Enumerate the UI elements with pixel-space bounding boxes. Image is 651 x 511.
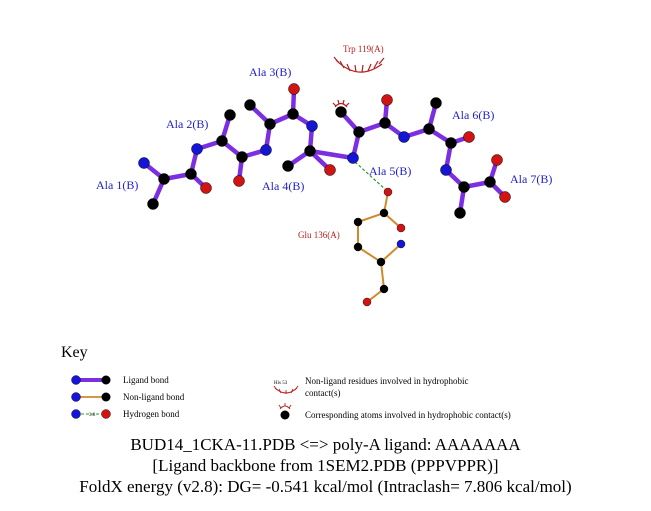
carbon-atom: [379, 284, 389, 294]
residue-label-ala5: Ala 5(B): [369, 164, 411, 178]
contact-label-trp119: Trp 119(A): [343, 44, 384, 54]
carbon-atom: [335, 106, 347, 118]
carbon-atom: [101, 375, 111, 385]
oxygen-atom: [383, 187, 393, 197]
key-hydrophobic-res-line2: contact(s): [305, 388, 340, 398]
carbon-atom: [287, 108, 299, 120]
nitrogen-atom: [71, 392, 81, 402]
caption-line-3: FoldX energy (v2.8): DG= -0.541 kcal/mol…: [79, 477, 572, 496]
key-hydrophobic-atom-arc: [278, 403, 292, 410]
carbon-atom: [304, 145, 316, 157]
key-hbond-distance: 3.0: [89, 413, 96, 418]
nitrogen-atom: [71, 409, 81, 419]
carbon-atom: [216, 135, 228, 147]
key-hydrophobic-res-arc: [273, 385, 299, 394]
carbon-atom: [376, 257, 386, 267]
residue-label-ala3: Ala 3(B): [249, 65, 291, 79]
residue-label-ala2: Ala 2(B): [166, 117, 208, 131]
nitrogen-atom: [347, 152, 359, 164]
oxygen-atom: [101, 409, 111, 419]
oxygen-atom: [288, 83, 300, 95]
glu136-bonds: [357, 191, 402, 303]
ligand-bond: [307, 148, 356, 161]
oxygen-atom: [200, 182, 212, 194]
residue-label-ala4: Ala 4(B): [262, 179, 304, 193]
carbon-atom: [244, 99, 256, 111]
key-hydrogen-bond-label: Hydrogen bond: [123, 409, 180, 419]
carbon-atom: [454, 207, 466, 219]
carbon-atom: [185, 168, 197, 180]
oxygen-atom: [324, 164, 336, 176]
nonligand-bond: [380, 243, 402, 263]
ligand-atoms: [138, 83, 511, 219]
oxygen-atom: [499, 191, 511, 203]
carbon-atom: [101, 392, 111, 402]
contact-label-glu136: Glu 136(A): [298, 230, 340, 240]
carbon-atom: [282, 160, 294, 172]
key-nonligand-bond-label: Non-ligand bond: [123, 392, 185, 402]
carbon-atom: [224, 109, 236, 121]
key-ligand-bond-label: Ligand bond: [123, 375, 169, 385]
residue-label-ala1: Ala 1(B): [96, 178, 138, 192]
nonligand-bond: [357, 212, 385, 223]
nitrogen-atom: [260, 144, 272, 156]
trp119-hydrophobic-arc: [335, 59, 383, 73]
nitrogen-atom: [138, 157, 150, 169]
residue-label-ala6: Ala 6(B): [452, 108, 494, 122]
key-hydrophobic-res-line1: Non-ligand residues involved in hydropho…: [305, 376, 468, 386]
oxygen-atom: [233, 175, 245, 187]
nitrogen-atom: [396, 239, 406, 249]
key-title: Key: [61, 344, 88, 361]
oxygen-atom: [491, 154, 503, 166]
key-hydrophobic-atoms-label: Corresponding atoms involved in hydropho…: [305, 410, 511, 420]
carbon-atom: [423, 123, 435, 135]
nitrogen-atom: [191, 143, 203, 155]
hydrophobic-contacts: [332, 56, 385, 108]
carbon-atom: [158, 173, 170, 185]
carbon-atom: [484, 176, 496, 188]
carbon-atom: [379, 208, 389, 218]
carbon-atom: [430, 97, 442, 109]
key: Key Ligand bond Non-ligand bond 3.0 Hydr…: [61, 344, 511, 420]
glu136-atoms: [353, 187, 406, 307]
oxygen-atom: [463, 131, 475, 143]
carbon-atom: [236, 151, 248, 163]
caption-line-1: BUD14_1CKA-11.PDB <=> poly-A ligand: AAA…: [130, 435, 521, 454]
carbon-atom: [445, 137, 457, 149]
oxygen-atom: [396, 223, 406, 233]
nitrogen-atom: [440, 164, 452, 176]
key-hydrophobic-res-label: His 53: [274, 381, 288, 386]
carbon-atom: [264, 118, 276, 130]
oxygen-atom: [381, 94, 393, 106]
caption-line-2: [Ligand backbone from 1SEM2.PDB (PPPVPPR…: [152, 456, 499, 475]
nitrogen-atom: [398, 131, 410, 143]
hydrogen-bond: [354, 161, 387, 191]
nitrogen-atom: [306, 120, 318, 132]
carbon-atom: [353, 126, 365, 138]
oxygen-atom: [362, 297, 372, 307]
carbon-atom: [379, 117, 391, 129]
carbon-atom: [280, 410, 290, 420]
carbon-atom: [458, 181, 470, 193]
carbon-atom: [353, 217, 363, 227]
carbon-atom: [147, 198, 159, 210]
nitrogen-atom: [71, 375, 81, 385]
nonligand-bond: [380, 261, 385, 290]
nonligand-bond: [357, 246, 382, 263]
residue-label-ala7: Ala 7(B): [510, 172, 552, 186]
carbon-atom: [353, 242, 363, 252]
